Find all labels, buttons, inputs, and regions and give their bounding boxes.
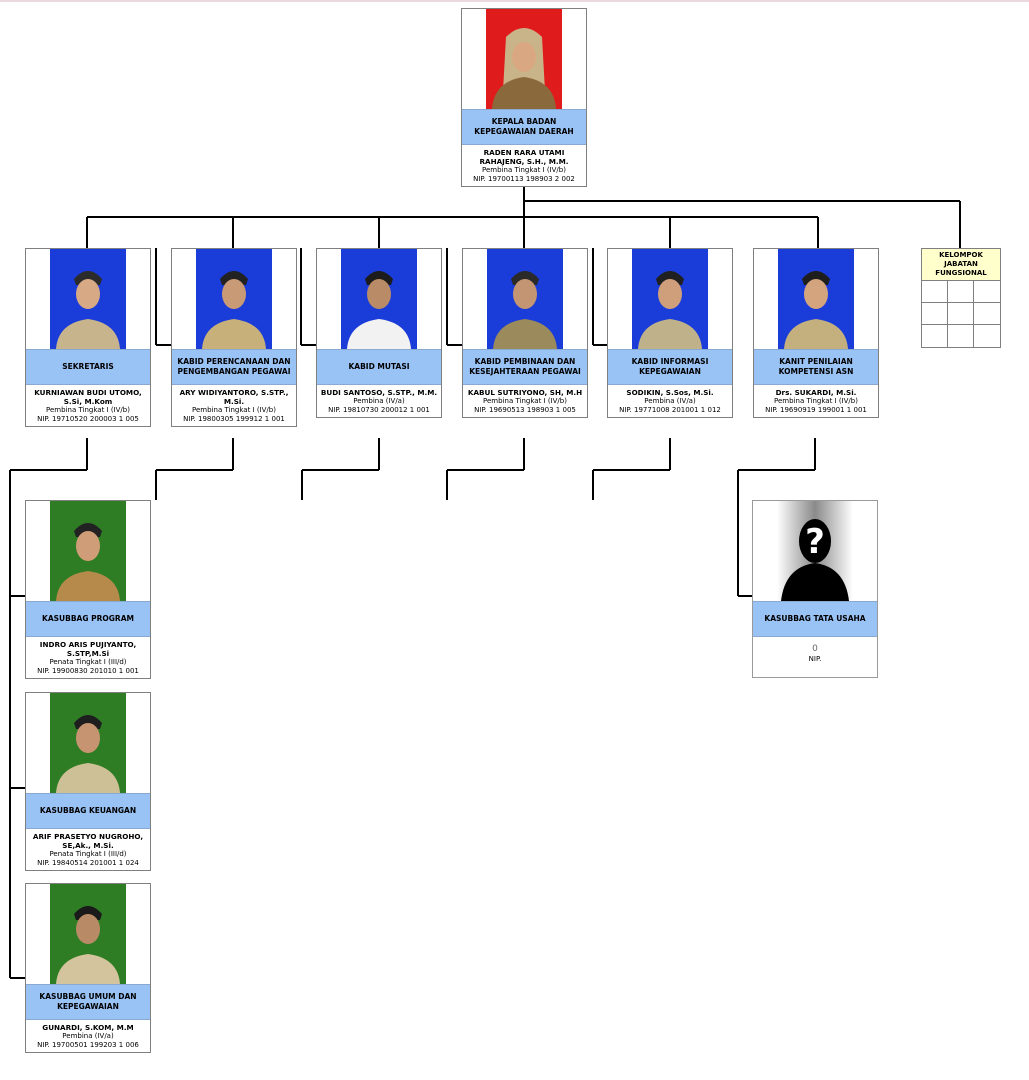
unit-photo [196, 249, 272, 349]
unit-card-sekretaris[interactable]: SEKRETARIS KURNIAWAN BUDI UTOMO, S.Si, M… [25, 248, 151, 427]
fungsional-grid [922, 281, 1000, 347]
subunit-rank: Pembina (IV/a) [62, 1032, 114, 1040]
subunit-value: 0 [812, 644, 818, 654]
unit-nip: NIP. 19810730 200012 1 001 [328, 406, 430, 414]
subunit-nip: NIP. 19900830 201010 1 001 [37, 667, 139, 675]
unit-nip: NIP. 19710520 200003 1 005 [37, 415, 139, 423]
fungsional-cell [948, 325, 974, 347]
fungsional-cell [974, 303, 1000, 325]
unit-photo [487, 249, 563, 349]
unit-nip: NIP. 19690919 199001 1 001 [765, 406, 867, 414]
subunit-card-umum[interactable]: KASUBBAG UMUM DAN KEPEGAWAIAN GUNARDI, S… [25, 883, 151, 1053]
subunit-card-tata-usaha[interactable]: ? KASUBBAG TATA USAHA 0 NIP. [752, 500, 878, 678]
fungsional-cell [922, 303, 948, 325]
unit-nip: NIP. 19690513 198903 1 005 [474, 406, 576, 414]
unit-title: KABID PEMBINAAN DAN KESEJAHTERAAN PEGAWA… [463, 349, 587, 385]
subunit-name: INDRO ARIS PUJIYANTO, S.STP,M.Si [39, 640, 137, 658]
unit-rank: Pembina Tingkat I (IV/b) [46, 406, 130, 414]
subunit-card-program[interactable]: KASUBBAG PROGRAM INDRO ARIS PUJIYANTO, S… [25, 500, 151, 679]
subunit-name: GUNARDI, S.KOM, M.M [42, 1023, 134, 1032]
unit-name: BUDI SANTOSO, S.STP., M.M. [320, 388, 438, 397]
placeholder-photo-icon: ? [777, 501, 853, 601]
unit-title: KABID PERENCANAAN DAN PENGEMBANGAN PEGAW… [172, 349, 296, 385]
unit-rank: Pembina (IV/a) [353, 397, 405, 405]
subunit-nip: NIP. [808, 655, 822, 663]
unit-nip: NIP. 19800305 199912 1 001 [183, 415, 285, 423]
unit-card-perencanaan[interactable]: KABID PERENCANAAN DAN PENGEMBANGAN PEGAW… [171, 248, 297, 427]
fungsional-box[interactable]: KELOMPOK JABATAN FUNGSIONAL [921, 248, 1001, 348]
unit-photo [632, 249, 708, 349]
head-rank: Pembina Tingkat I (IV/b) [482, 166, 566, 174]
subunit-title: KASUBBAG UMUM DAN KEPEGAWAIAN [26, 984, 150, 1020]
unit-card-informasi[interactable]: KABID INFORMASI KEPEGAWAIAN SODIKIN, S.S… [607, 248, 733, 418]
unit-title: KANIT PENILAIAN KOMPETENSI ASN [754, 349, 878, 385]
unit-name: KURNIAWAN BUDI UTOMO, S.Si, M.Kom [34, 388, 142, 406]
fungsional-cell [922, 325, 948, 347]
unit-name: Drs. SUKARDI, M.Si. [775, 388, 857, 397]
fungsional-cell [974, 325, 1000, 347]
subunit-title: KASUBBAG PROGRAM [26, 601, 150, 637]
subunit-photo [50, 693, 126, 793]
subunit-photo [50, 884, 126, 984]
subunit-nip: NIP. 19840514 201001 1 024 [37, 859, 139, 867]
head-title: KEPALA BADAN KEPEGAWAIAN DAERAH [462, 109, 586, 145]
unit-name: KABUL SUTRIYONO, SH, M.H [467, 388, 583, 397]
unit-name: SODIKIN, S.Sos, M.Si. [626, 388, 714, 397]
unit-rank: Pembina Tingkat I (IV/b) [483, 397, 567, 405]
head-nip: NIP. 19700113 198903 2 002 [473, 175, 575, 183]
subunit-card-keuangan[interactable]: KASUBBAG KEUANGAN ARIF PRASETYO NUGROHO,… [25, 692, 151, 871]
unit-card-penilaian[interactable]: KANIT PENILAIAN KOMPETENSI ASN Drs. SUKA… [753, 248, 879, 418]
subunit-nip: NIP. 19700501 199203 1 006 [37, 1041, 139, 1049]
fungsional-cell [948, 303, 974, 325]
unit-card-mutasi[interactable]: KABID MUTASI BUDI SANTOSO, S.STP., M.M. … [316, 248, 442, 418]
fungsional-cell [948, 281, 974, 303]
head-card[interactable]: KEPALA BADAN KEPEGAWAIAN DAERAH RADEN RA… [461, 8, 587, 187]
subunit-title: KASUBBAG KEUANGAN [26, 793, 150, 829]
fungsional-title: KELOMPOK JABATAN FUNGSIONAL [922, 249, 1000, 281]
subunit-rank: Penata Tingkat I (III/d) [49, 658, 127, 666]
unit-title: KABID INFORMASI KEPEGAWAIAN [608, 349, 732, 385]
head-name: RADEN RARA UTAMI RAHAJENG, S.H., M.M. [479, 148, 569, 166]
unit-title: SEKRETARIS [26, 349, 150, 385]
unit-rank: Pembina Tingkat I (IV/b) [774, 397, 858, 405]
fungsional-cell [974, 281, 1000, 303]
unit-photo [50, 249, 126, 349]
subunit-name: ARIF PRASETYO NUGROHO, SE,Ak., M.Si. [32, 832, 144, 850]
fungsional-cell [922, 281, 948, 303]
subunit-title: KASUBBAG TATA USAHA [753, 601, 877, 637]
top-border [0, 0, 1029, 2]
unit-name: ARY WIDIYANTORO, S.STP., M.Si. [179, 388, 289, 406]
svg-text:?: ? [805, 522, 825, 562]
unit-photo [778, 249, 854, 349]
head-photo [486, 9, 562, 109]
unit-title: KABID MUTASI [317, 349, 441, 385]
subunit-rank: Penata Tingkat I (III/d) [49, 850, 127, 858]
unit-rank: Pembina Tingkat I (IV/b) [192, 406, 276, 414]
unit-photo [341, 249, 417, 349]
subunit-photo [50, 501, 126, 601]
unit-card-pembinaan[interactable]: KABID PEMBINAAN DAN KESEJAHTERAAN PEGAWA… [462, 248, 588, 418]
unit-nip: NIP. 19771008 201001 1 012 [619, 406, 721, 414]
unit-rank: Pembina (IV/a) [644, 397, 696, 405]
